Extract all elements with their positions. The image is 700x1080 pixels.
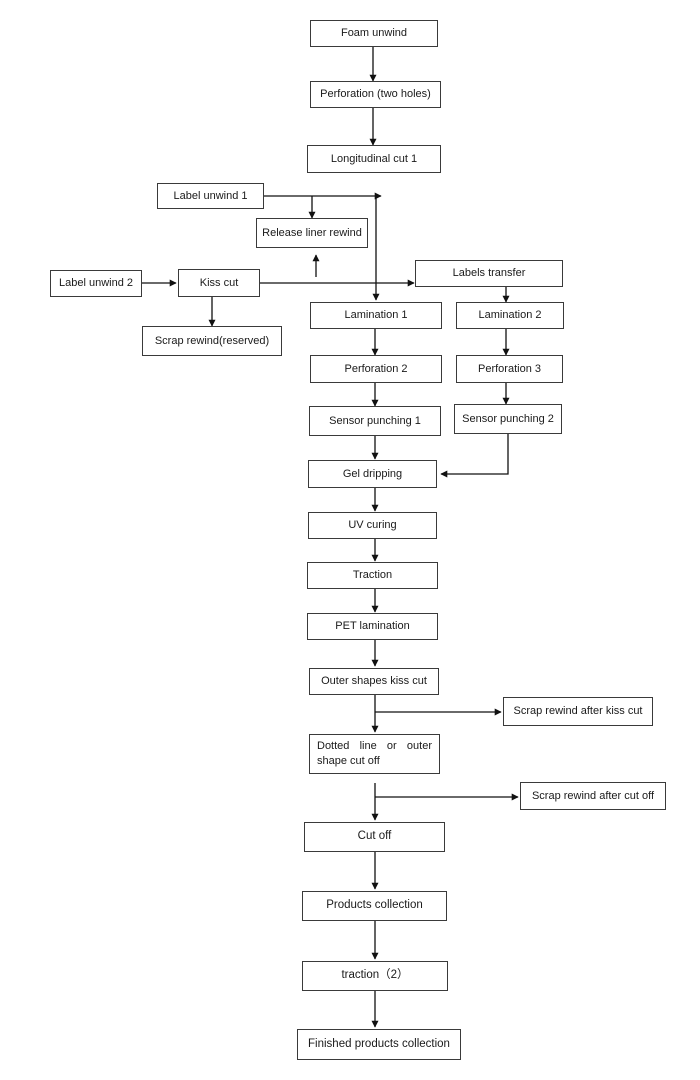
node-sensor-punching-1: Sensor punching 1 xyxy=(309,406,441,436)
node-foam-unwind: Foam unwind xyxy=(310,20,438,47)
node-traction: Traction xyxy=(307,562,438,589)
node-scrap-rewind-after-kiss-cut: Scrap rewind after kiss cut xyxy=(503,697,653,726)
node-kiss-cut: Kiss cut xyxy=(178,269,260,297)
node-finished-products-collection: Finished products collection xyxy=(297,1029,461,1060)
node-pet-lamination: PET lamination xyxy=(307,613,438,640)
node-uv-curing: UV curing xyxy=(308,512,437,539)
node-traction-2: traction（2） xyxy=(302,961,448,991)
node-gel-dripping: Gel dripping xyxy=(308,460,437,488)
node-longitudinal-cut-1: Longitudinal cut 1 xyxy=(307,145,441,173)
node-sensor-punching-2: Sensor punching 2 xyxy=(454,404,562,434)
node-perforation-2: Perforation 2 xyxy=(310,355,442,383)
node-label-unwind-1: Label unwind 1 xyxy=(157,183,264,209)
node-dotted-line-cut-off-label: Dotted line or outer shape cut off xyxy=(317,740,432,767)
node-dotted-line-cut-off: Dotted line or outer shape cut off xyxy=(309,734,440,774)
node-lamination-2: Lamination 2 xyxy=(456,302,564,329)
node-outer-shapes-kiss-cut: Outer shapes kiss cut xyxy=(309,668,439,695)
node-perforation-3: Perforation 3 xyxy=(456,355,563,383)
node-products-collection: Products collection xyxy=(302,891,447,921)
node-scrap-rewind-after-cut-off: Scrap rewind after cut off xyxy=(520,782,666,810)
node-labels-transfer: Labels transfer xyxy=(415,260,563,287)
arrow-sensor-punching-2-to-gel-dripping xyxy=(440,434,509,478)
node-lamination-1: Lamination 1 xyxy=(310,302,442,329)
node-scrap-rewind-reserved: Scrap rewind(reserved) xyxy=(142,326,282,356)
node-perforation-two-holes: Perforation (two holes) xyxy=(310,81,441,108)
node-label-unwind-2: Label unwind 2 xyxy=(50,270,142,297)
node-cut-off: Cut off xyxy=(304,822,445,852)
node-release-liner-rewind: Release liner rewind xyxy=(256,218,368,248)
